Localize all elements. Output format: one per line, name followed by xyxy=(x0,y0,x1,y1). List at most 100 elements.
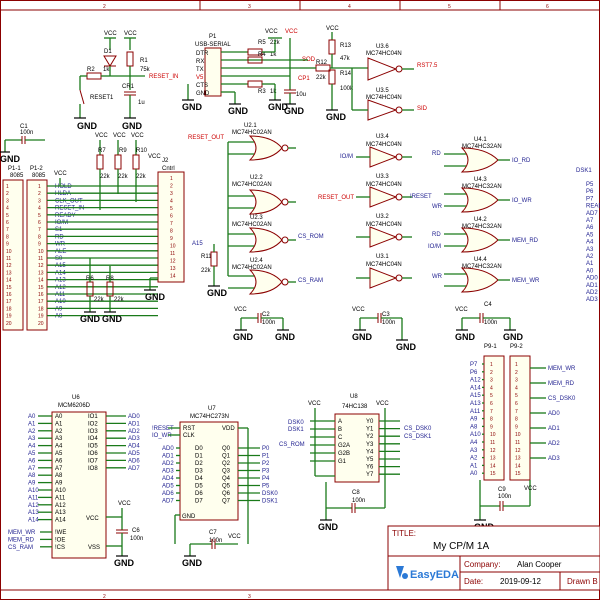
pin-number: 10 xyxy=(170,244,176,250)
u6-ram-chip: U6 MCM6206D A0A0A1A1A2A2A3A3A4A4A5A5A6A6… xyxy=(8,395,143,568)
reset-circuit: VCC VCC D1 R1 75k RESET_IN R2 1k CR1 1u … xyxy=(74,31,178,131)
pin-number: 20 xyxy=(38,321,44,327)
io-m-net-2: IO/M xyxy=(428,244,441,250)
u8-output-pin: Y1 xyxy=(366,427,374,433)
edge-signal-label: A2 xyxy=(586,254,594,260)
pin-number: 11 xyxy=(490,440,495,446)
u3-2-name: MC74HC04N xyxy=(366,222,402,228)
u7-q-pin: Q2 xyxy=(222,461,231,467)
p1-name: USB-SERIAL xyxy=(195,42,231,48)
gnd-label: GND xyxy=(455,332,476,342)
pin-number: 6 xyxy=(515,401,518,407)
u6-io-pin: IO5 xyxy=(88,444,98,450)
u6-address-pin: A2 xyxy=(55,429,63,435)
u8-output-pin: Y4 xyxy=(366,449,374,455)
gnd-label: GND xyxy=(228,106,249,116)
pin-number: 16 xyxy=(6,292,12,298)
u6-address-pin: A5 xyxy=(55,451,63,457)
pin-number: 14 xyxy=(170,274,176,280)
gnd-label: GND xyxy=(352,332,373,342)
sod-net: SOD xyxy=(302,57,316,63)
p9-left-net: A14 xyxy=(470,385,481,391)
u6-data-net: AD2 xyxy=(128,429,140,435)
easyeda-brand: EasyEDA xyxy=(410,569,459,581)
easyeda-logo-icon xyxy=(396,566,404,578)
p9-left-net: A2 xyxy=(470,456,478,462)
u6-address-pin: A8 xyxy=(55,473,63,479)
edge-signal-label: A0 xyxy=(586,268,594,274)
vcc-label: VCC xyxy=(148,154,161,160)
usb-serial-connector: P1 USB-SERIAL DTR RX TX V5 CTS GND GND G… xyxy=(182,29,316,116)
reset-out-net: RESET_OUT xyxy=(188,135,224,141)
c3-label: C3 xyxy=(382,312,390,318)
u7-q-pin: Q3 xyxy=(222,469,231,475)
p1-pin-v5: V5 xyxy=(196,75,204,81)
gnd-label: GND xyxy=(145,292,166,302)
u3-4-label: U3.4 xyxy=(376,134,389,140)
edge-signal-label: P7 xyxy=(586,196,594,202)
pin-number: 4 xyxy=(490,385,493,391)
gnd-label: GND xyxy=(0,154,21,164)
u6-address-net: A9 xyxy=(28,481,36,487)
vcc-label: VCC xyxy=(352,307,365,313)
r13-value: 47k xyxy=(340,56,351,62)
u8-output-pin: Y0 xyxy=(366,419,374,425)
pullup-resistors: VCC VCC VCC VCC R7 R9 R10 22k 22k 22k R6… xyxy=(80,133,161,324)
reset-out-net-2: RESET_OUT xyxy=(318,195,354,201)
or-gate xyxy=(460,227,499,253)
bus-signal-label: A8 xyxy=(55,314,63,320)
cp1-label: CP1 xyxy=(298,76,310,82)
u7-rst-pin: RST xyxy=(183,426,195,432)
bus-signal-label: RESET_IN xyxy=(55,206,84,212)
c3-value: 100n xyxy=(382,320,395,326)
pin-number: 7 xyxy=(6,227,9,233)
easyeda-logo-dot xyxy=(402,573,408,579)
u7-output-net: P0 xyxy=(262,446,270,452)
u7-q-pin: Q1 xyxy=(222,454,231,460)
col-number-2b: 2 xyxy=(103,594,106,600)
u6-io-pin: IO1 xyxy=(88,414,98,420)
p1-pin-dtr: DTR xyxy=(196,51,209,57)
pin-number: 2 xyxy=(170,184,173,190)
u3-1-label: U3.1 xyxy=(376,254,389,260)
pin-number: 14 xyxy=(6,278,12,284)
gnd-label: GND xyxy=(77,121,98,131)
r3-value: 1k xyxy=(270,89,277,95)
pin-number: 5 xyxy=(515,393,518,399)
pin-number: 14 xyxy=(490,463,496,469)
u3-4-name: MC74HC04N xyxy=(366,142,402,148)
c4-value: 100n xyxy=(484,320,497,326)
gnd-label: GND xyxy=(233,332,254,342)
u2-1-name: MC74HC02AN xyxy=(232,130,272,136)
c2-label: C2 xyxy=(262,312,270,318)
u7-output-net: P2 xyxy=(262,461,270,467)
nor-gate xyxy=(248,227,283,253)
pin-number: 2 xyxy=(6,191,9,197)
pin-number: 7 xyxy=(38,227,41,233)
gnd-label: GND xyxy=(503,332,524,342)
rd-net: RD xyxy=(432,151,441,157)
gnd-label: GND xyxy=(114,558,135,568)
u7-data-net: AD2 xyxy=(162,461,174,467)
u6-address-pin: A14 xyxy=(55,518,66,524)
u8-input-pin: B xyxy=(338,427,342,433)
mem-rd-net: MEM_RD xyxy=(512,238,539,244)
pin-number: 10 xyxy=(490,432,496,438)
c7-label: C7 xyxy=(209,530,217,536)
u8-input-pin: A xyxy=(338,419,342,425)
r1-label: R1 xyxy=(140,58,148,64)
pin-number: 14 xyxy=(38,278,44,284)
c9-label: C9 xyxy=(498,487,506,493)
vcc-label: VCC xyxy=(113,133,126,139)
gnd-label: GND xyxy=(284,106,305,116)
pin-number: 8 xyxy=(515,417,518,423)
pin-number: 13 xyxy=(490,456,496,462)
bus-signal-label: A15 xyxy=(55,263,66,269)
c7-value: 100n xyxy=(209,538,222,544)
wr-net-2: WR xyxy=(432,274,443,280)
r5-label: R5 xyxy=(258,40,266,46)
u6-pin-rows: A0A0A1A1A2A2A3A3A4A4A5A5A6A6A7A7A8A8A9A9… xyxy=(8,414,140,551)
